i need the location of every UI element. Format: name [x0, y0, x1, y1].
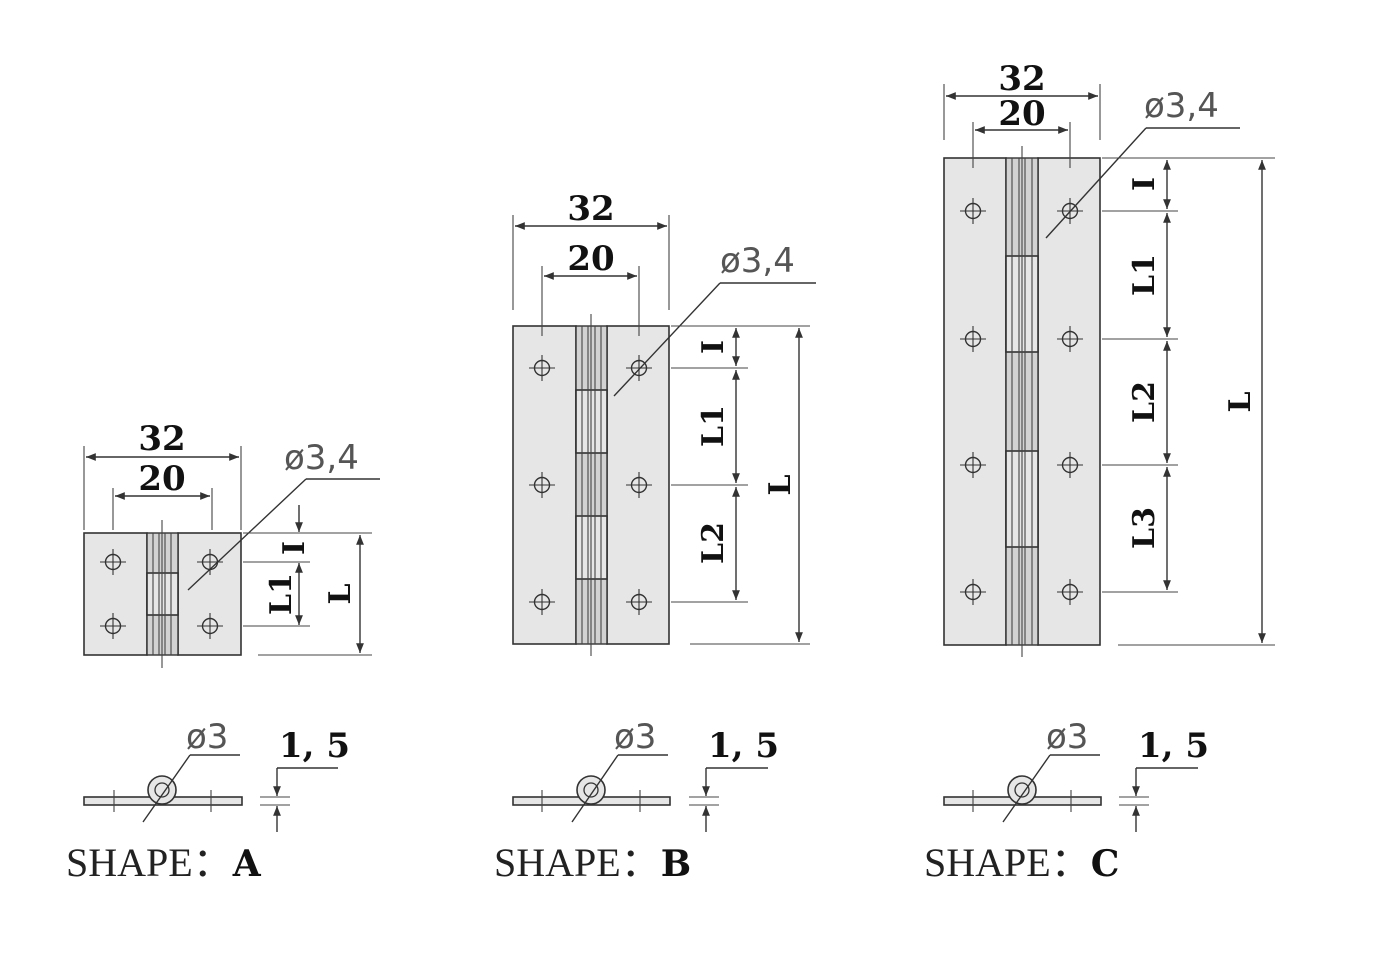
- shape-c-width-inner-label: 20: [998, 94, 1045, 134]
- shape-b-l1-label: L1: [696, 405, 731, 447]
- shape-a-l1-label: L1: [264, 573, 299, 615]
- shape-c-right-leaf: [1037, 157, 1101, 646]
- shape-a-hole-diameter-label: ø3,4: [284, 438, 359, 478]
- shape-a-width-inner-label: 20: [138, 459, 185, 499]
- shape-c-front-view: 32 20 ø3,4 I L1 L2 L3 L: [943, 59, 1275, 657]
- shape-b-thickness-label: 1, 5: [708, 726, 779, 766]
- shape-c-caption-letter: C: [1091, 843, 1120, 885]
- shape-c-caption: SHAPE：C: [924, 840, 1119, 885]
- shape-a-side-barrel: [147, 775, 177, 805]
- shape-b-caption: SHAPE：B: [494, 840, 691, 885]
- shape-b-width-outer-label: 32: [567, 189, 614, 229]
- shape-b-caption-prefix: SHAPE：: [494, 840, 661, 885]
- shape-b-hole-diameter-label: ø3,4: [720, 241, 795, 281]
- shape-c-side-view: ø3 1, 5: [943, 717, 1209, 832]
- shape-b-i-label: I: [696, 340, 731, 354]
- shape-c-l1-label: L1: [1127, 254, 1162, 296]
- shape-a-caption-letter: A: [232, 843, 262, 885]
- shape-c-left-leaf: [943, 157, 1007, 646]
- shape-a-i-label: I: [277, 541, 312, 555]
- shape-a-hole-leader: [187, 478, 307, 591]
- shape-c-pin-leader: [1002, 754, 1051, 823]
- shape-c-hole-leader: [1045, 127, 1147, 239]
- shape-a-thickness-label: 1, 5: [279, 726, 350, 766]
- shape-c-width-outer-label: 32: [998, 59, 1045, 99]
- shape-c-l-label: L: [1223, 391, 1258, 412]
- shape-c-i-label: I: [1127, 177, 1162, 191]
- shape-a-caption: SHAPE：A: [66, 840, 262, 885]
- shape-b-l-label: L: [763, 474, 798, 495]
- shape-b-width-inner-label: 20: [567, 239, 614, 279]
- shape-b-front-view: 32 20 ø3,4 I L1 L2 L: [512, 189, 816, 656]
- shape-c-side-barrel: [1007, 775, 1037, 805]
- shape-b-caption-letter: B: [661, 843, 691, 885]
- shape-a-front-view: 32 20 ø3,4 I L1 L: [83, 419, 380, 668]
- shape-b-pin-diameter-label: ø3: [614, 717, 656, 757]
- shape-c-l3-label: L3: [1127, 507, 1162, 549]
- shape-c-pin-diameter-label: ø3: [1046, 717, 1088, 757]
- shape-a-caption-prefix: SHAPE：: [66, 840, 233, 885]
- shape-c-l2-label: L2: [1127, 381, 1162, 423]
- shape-a-width-outer-label: 32: [138, 419, 185, 459]
- shape-c-thickness-label: 1, 5: [1138, 726, 1209, 766]
- shape-b-l2-label: L2: [696, 522, 731, 564]
- shape-c-hole-diameter-label: ø3,4: [1144, 86, 1219, 126]
- shape-a-left-leaf: [83, 532, 148, 656]
- shape-a-pin-diameter-label: ø3: [186, 717, 228, 757]
- shape-a-l-label: L: [323, 583, 358, 604]
- shape-b-pin-leader: [571, 754, 619, 823]
- shape-a-side-view: ø3 1, 5: [83, 717, 350, 832]
- shape-b-side-view: ø3 1, 5: [512, 717, 779, 832]
- shape-b-hole-leader: [613, 282, 721, 397]
- shape-a-pin-leader: [142, 754, 191, 823]
- shape-c-caption-prefix: SHAPE：: [924, 840, 1091, 885]
